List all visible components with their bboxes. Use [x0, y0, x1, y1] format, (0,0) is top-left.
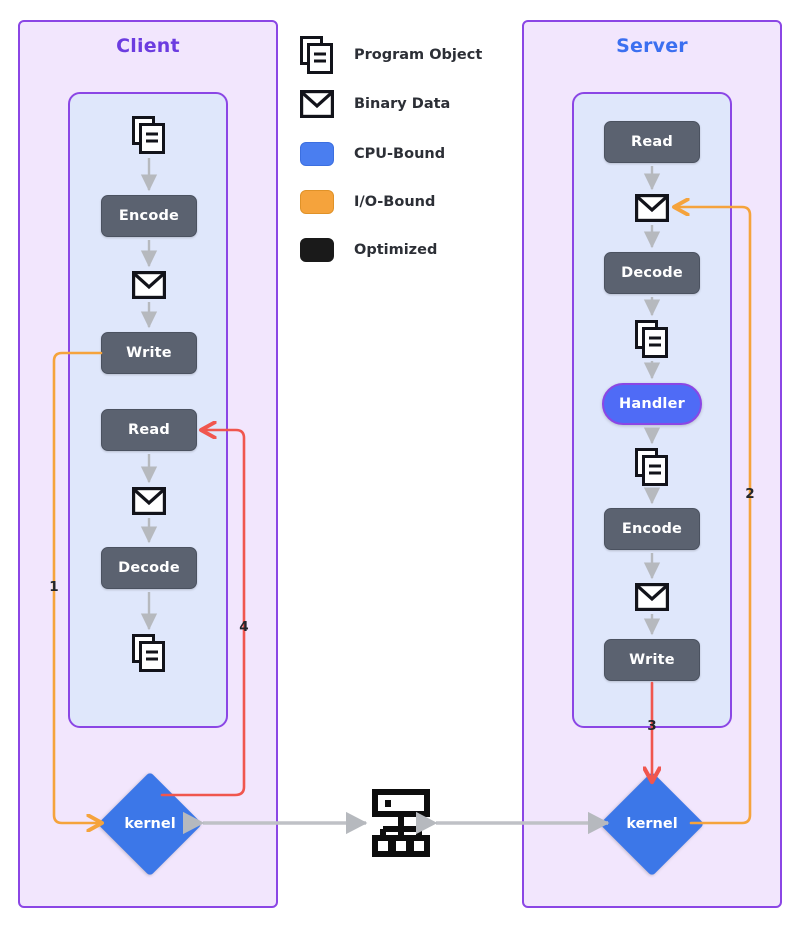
edge-label-1: 1 — [49, 579, 59, 595]
server-kernel-node[interactable]: kernel — [599, 771, 705, 877]
node-label: Handler — [619, 396, 685, 412]
node-label: Decode — [621, 265, 683, 281]
optimized-swatch — [300, 238, 334, 262]
node-label: Write — [629, 652, 675, 668]
client-node-read[interactable]: Read — [101, 409, 197, 451]
legend-item-binary-data: Binary Data — [300, 90, 450, 118]
legend-label: Program Object — [354, 47, 483, 63]
legend-item-program-object: Program Object — [300, 36, 482, 74]
network-hub-icon — [372, 789, 430, 857]
program-object-icon — [635, 320, 669, 358]
edge-label-4: 4 — [239, 619, 249, 635]
binary-data-icon — [132, 271, 166, 299]
legend: Program Object Binary Data CPU-Bound I/O… — [300, 28, 512, 273]
server-panel-title: Server — [616, 35, 688, 57]
client-kernel-node[interactable]: kernel — [97, 771, 203, 877]
legend-item-io-bound: I/O-Bound — [300, 190, 435, 214]
server-node-write[interactable]: Write — [604, 639, 700, 681]
io-bound-swatch — [300, 190, 334, 214]
kernel-label: kernel — [626, 816, 678, 832]
client-node-write[interactable]: Write — [101, 332, 197, 374]
legend-label: CPU-Bound — [354, 146, 446, 162]
legend-label: Binary Data — [354, 96, 451, 112]
legend-item-cpu-bound: CPU-Bound — [300, 142, 445, 166]
client-node-decode[interactable]: Decode — [101, 547, 197, 589]
node-label: Encode — [621, 521, 683, 537]
node-label: Read — [128, 422, 170, 438]
client-panel-title: Client — [116, 35, 180, 57]
server-node-decode[interactable]: Decode — [604, 252, 700, 294]
server-node-handler[interactable]: Handler — [602, 383, 702, 425]
program-object-icon — [132, 634, 166, 672]
server-node-read[interactable]: Read — [604, 121, 700, 163]
binary-data-icon — [132, 487, 166, 515]
cpu-bound-swatch — [300, 142, 334, 166]
server-node-encode[interactable]: Encode — [604, 508, 700, 550]
program-object-icon — [300, 36, 334, 74]
program-object-icon — [132, 116, 166, 154]
binary-data-icon — [635, 583, 669, 611]
binary-data-icon — [635, 194, 669, 222]
legend-item-optimized: Optimized — [300, 238, 437, 262]
legend-label: Optimized — [354, 242, 438, 258]
legend-label: I/O-Bound — [354, 194, 436, 210]
binary-data-icon — [300, 90, 334, 118]
edge-label-2: 2 — [745, 486, 755, 502]
program-object-icon — [635, 448, 669, 486]
kernel-label: kernel — [124, 816, 176, 832]
node-label: Encode — [118, 208, 180, 224]
node-label: Read — [631, 134, 673, 150]
node-label: Decode — [118, 560, 180, 576]
edge-label-3: 3 — [647, 718, 657, 734]
node-label: Write — [126, 345, 172, 361]
client-node-encode[interactable]: Encode — [101, 195, 197, 237]
